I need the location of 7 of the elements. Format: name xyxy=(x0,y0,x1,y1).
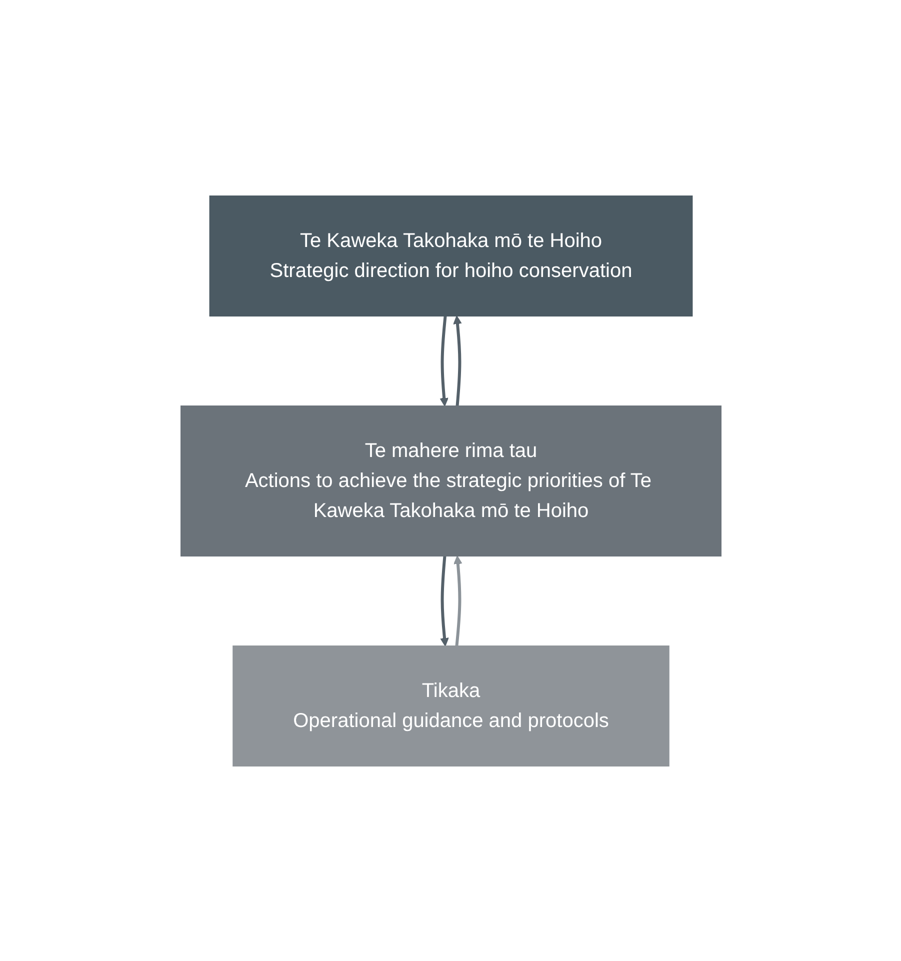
arrow xyxy=(439,315,448,406)
arrow xyxy=(440,555,448,646)
node-box: Te mahere rima tau Actions to achieve the strategic priorities of Te Kaweka Takohaka mō te Hoiho xyxy=(180,405,721,556)
node-box: Te Kaweka Takohaka mō te Hoiho Strategic direction for hoiho conservation xyxy=(208,195,692,316)
arrow xyxy=(452,315,462,406)
node-box: Tikaka Operational guidance and protocols xyxy=(232,645,669,766)
arrow xyxy=(453,555,462,646)
